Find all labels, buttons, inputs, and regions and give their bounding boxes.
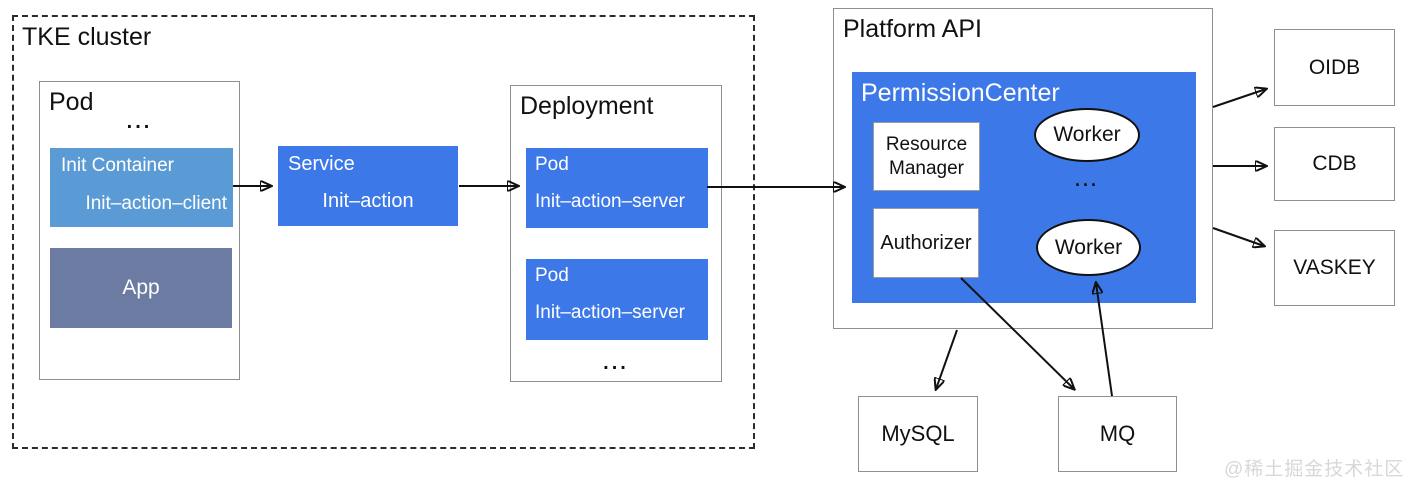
tke-cluster-boundary: TKE cluster xyxy=(12,15,755,449)
platform-api-label: Platform API xyxy=(843,15,982,43)
permission-center-node: PermissionCenter Resource Manager Author… xyxy=(852,72,1196,303)
init-container-name: Init–action–client xyxy=(85,193,227,214)
mq-node: MQ xyxy=(1058,396,1177,472)
app-node: App xyxy=(50,248,232,328)
pod-group-label: Pod xyxy=(49,88,94,116)
worker-top-label: Worker xyxy=(1053,123,1121,146)
service-name: Init–action xyxy=(322,190,414,212)
cdb-node: CDB xyxy=(1274,127,1395,201)
vaskey-label: VASKEY xyxy=(1293,256,1376,279)
oidb-label: OIDB xyxy=(1308,55,1361,79)
worker-top-node: Worker xyxy=(1034,108,1140,162)
deployment-pod-2-name: Init–action–server xyxy=(535,302,685,323)
watermark-text: @稀土掘金技术社区 xyxy=(1224,459,1405,480)
mq-label: MQ xyxy=(1099,421,1136,446)
app-label: App xyxy=(122,276,160,299)
init-container-title: Init Container xyxy=(61,155,175,176)
mysql-node: MySQL xyxy=(858,396,978,472)
mysql-label: MySQL xyxy=(881,421,955,446)
deployment-label: Deployment xyxy=(520,92,654,120)
oidb-node: OIDB xyxy=(1274,29,1395,106)
pod-ellipsis: ... xyxy=(126,111,153,133)
worker-bottom-label: Worker xyxy=(1054,235,1123,259)
pod-group: Pod ... Init Container Init–action–clien… xyxy=(39,81,240,380)
worker-ellipsis: ... xyxy=(1074,170,1099,190)
deployment-ellipsis: ... xyxy=(603,352,629,374)
deployment-pod-2-title: Pod xyxy=(535,265,569,286)
service-title: Service xyxy=(288,153,355,175)
deployment-group: Deployment Pod Init–action–server Pod In… xyxy=(510,85,722,382)
deployment-pod-1-title: Pod xyxy=(535,154,569,175)
arrow-platform-to-vaskey xyxy=(1212,227,1264,246)
cdb-label: CDB xyxy=(1312,152,1357,175)
deployment-pod-1-name: Init–action–server xyxy=(535,191,685,212)
deployment-pod-1: Pod Init–action–server xyxy=(526,148,708,228)
deployment-pod-2: Pod Init–action–server xyxy=(526,259,708,340)
permission-center-label: PermissionCenter xyxy=(861,79,1060,107)
authorizer-label: Authorizer xyxy=(880,231,972,254)
service-node: Service Init–action xyxy=(278,146,458,226)
vaskey-node: VASKEY xyxy=(1274,230,1395,306)
init-container-node: Init Container Init–action–client xyxy=(50,148,233,227)
platform-api-group: Platform API PermissionCenter Resource M… xyxy=(833,8,1213,329)
arrow-platform-to-mysql xyxy=(936,329,958,389)
resource-manager-node: Resource Manager xyxy=(873,122,980,191)
worker-bottom-node: Worker xyxy=(1036,219,1141,276)
tke-cluster-label: TKE cluster xyxy=(22,23,152,51)
resource-manager-label: Resource Manager xyxy=(885,133,968,179)
authorizer-node: Authorizer xyxy=(873,208,979,278)
arrow-platform-to-oidb xyxy=(1212,89,1266,108)
